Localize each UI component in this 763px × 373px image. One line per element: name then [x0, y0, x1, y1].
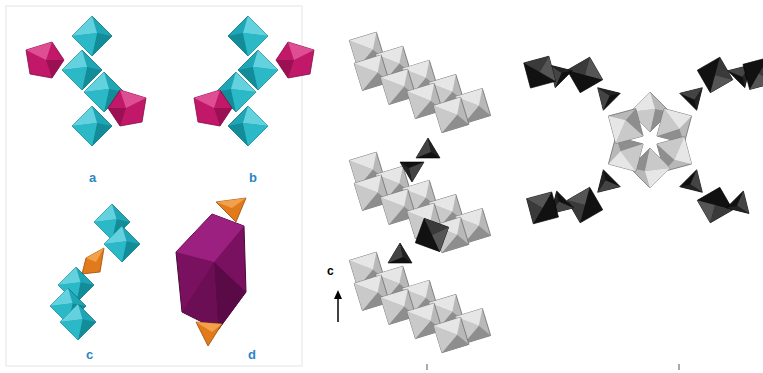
panel-letter: d	[248, 348, 256, 362]
panel-letter: c	[86, 348, 93, 362]
axis-label: c	[327, 264, 334, 278]
panel-letter: a	[89, 171, 96, 185]
panel-letter: b	[249, 171, 257, 185]
